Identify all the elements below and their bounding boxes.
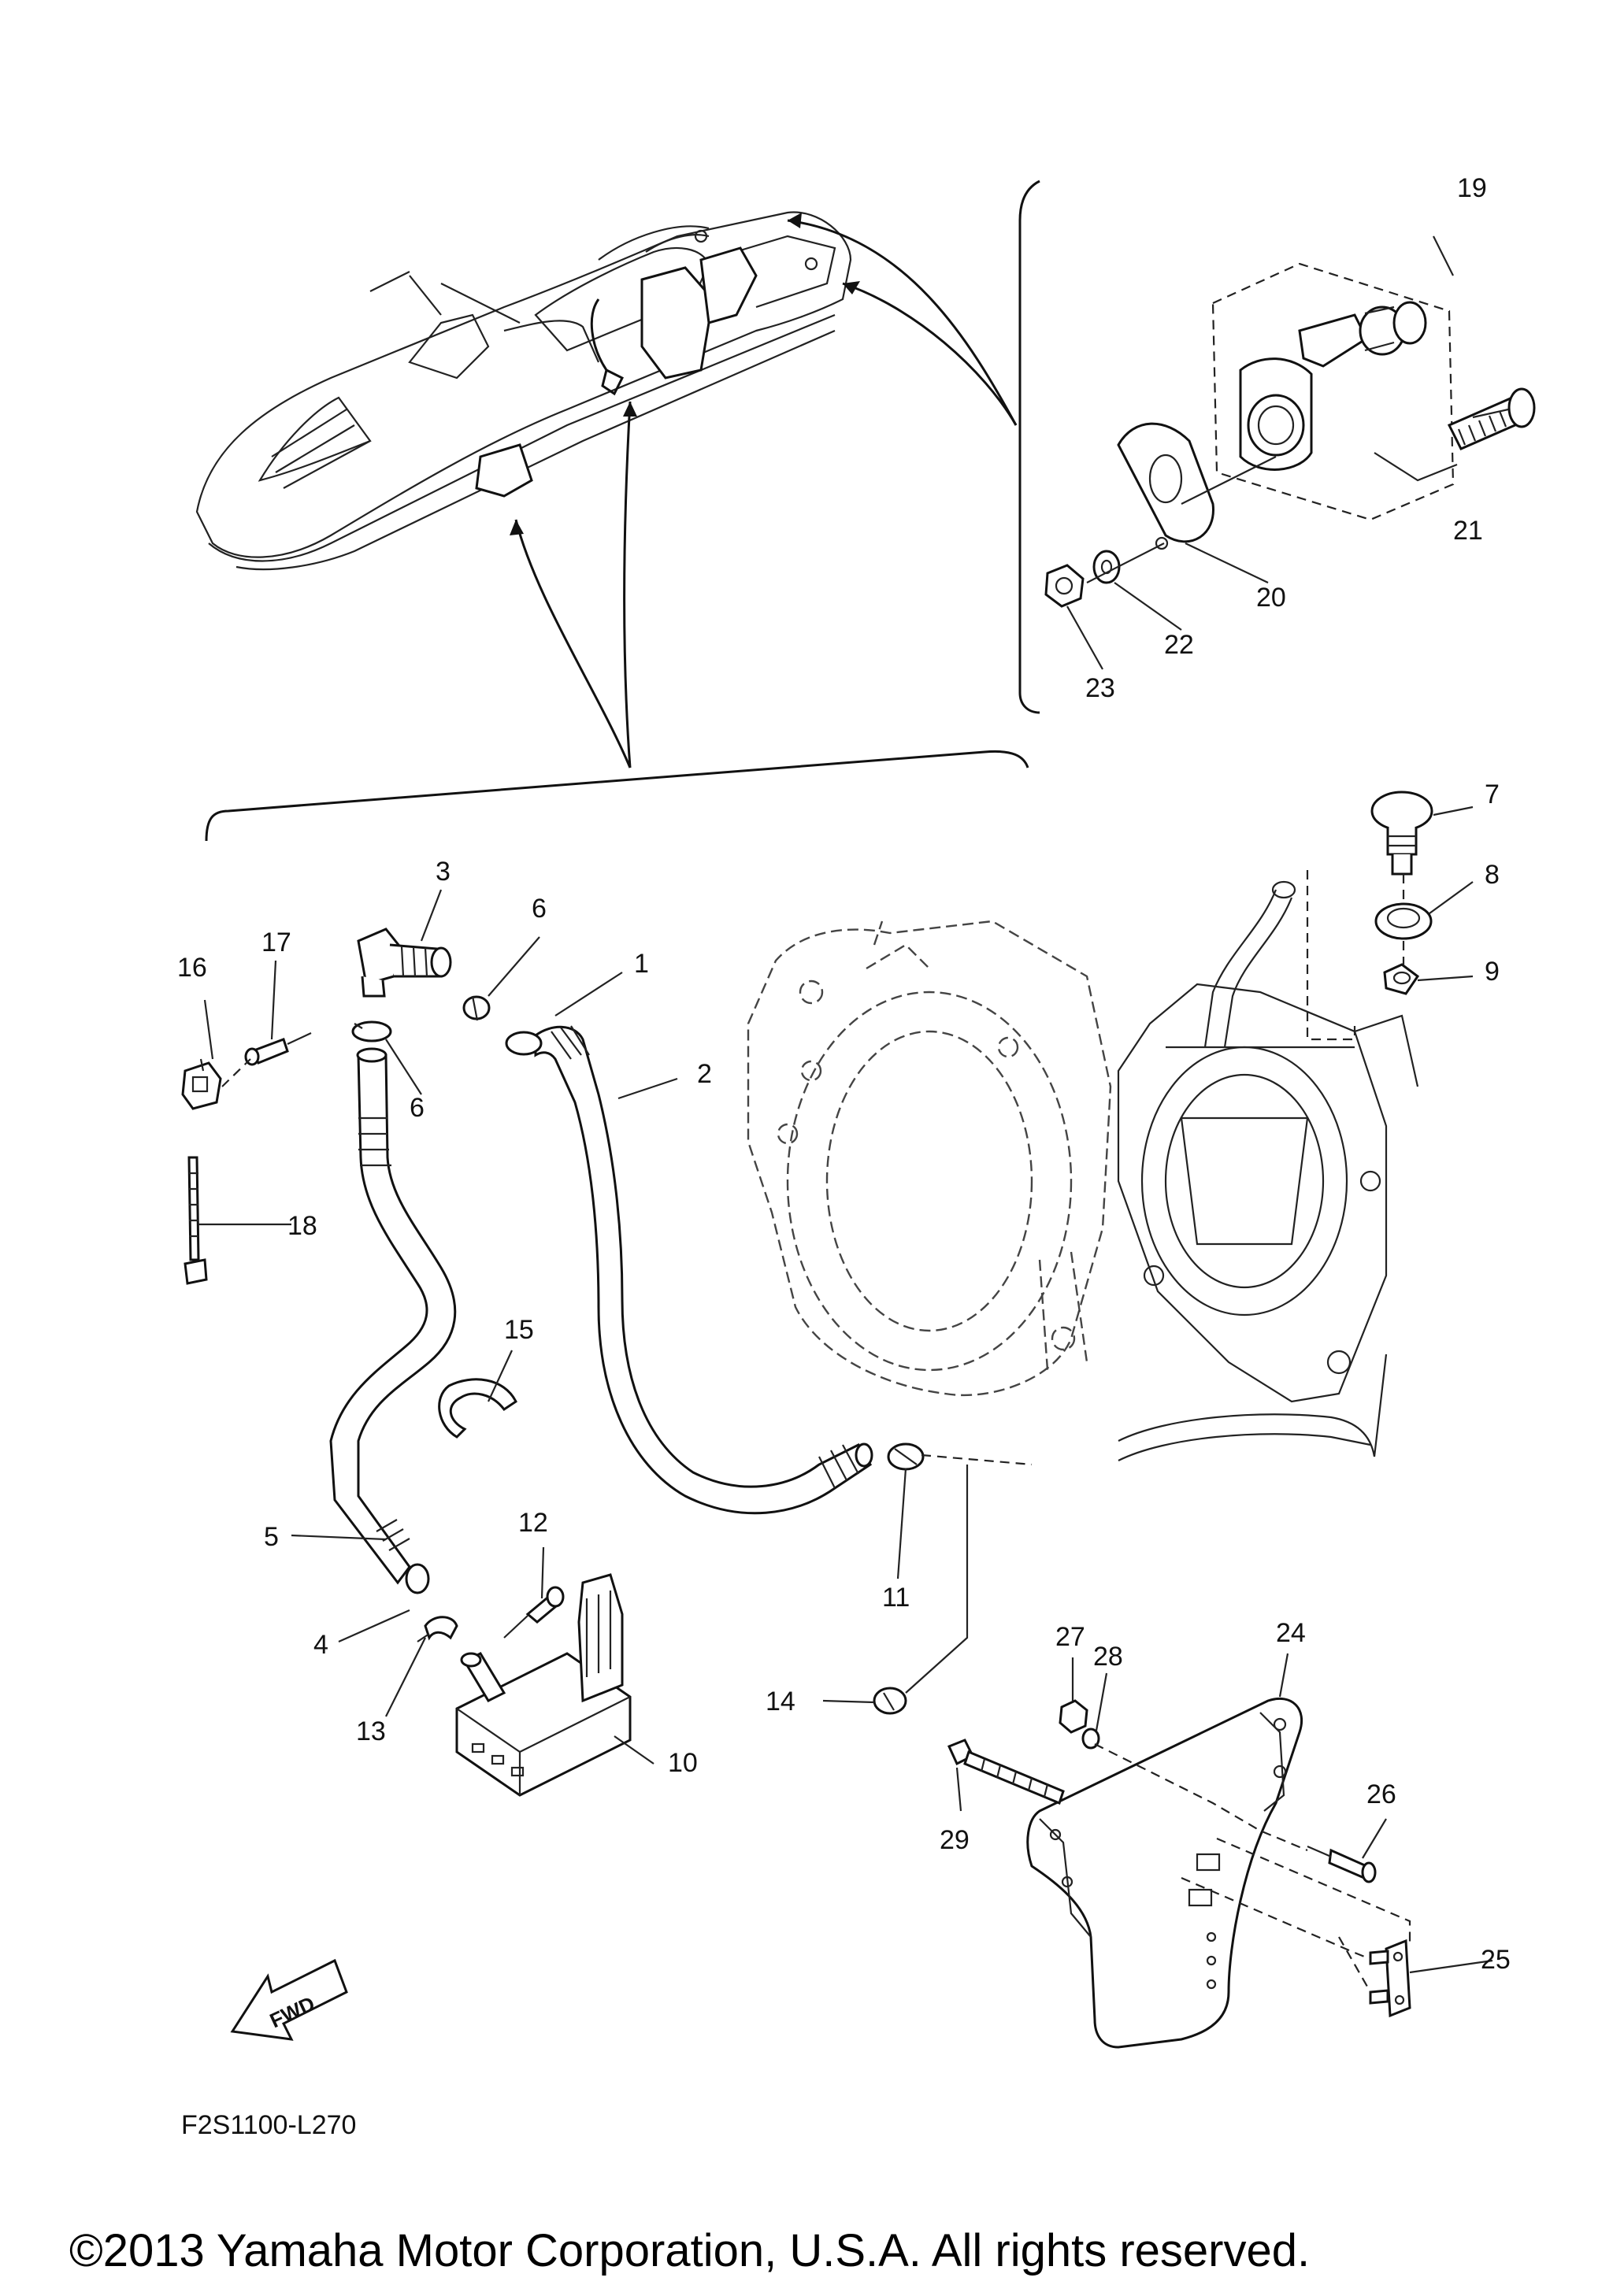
callout-21: 21 <box>1453 516 1483 546</box>
callout-24: 24 <box>1276 1618 1306 1648</box>
part-3-fitting <box>357 928 452 998</box>
drain-plug-inset <box>1044 235 1536 608</box>
pointer-arrows <box>205 180 1040 842</box>
callout-18: 18 <box>287 1211 317 1241</box>
callout-22: 22 <box>1164 630 1194 660</box>
callout-13: 13 <box>356 1716 386 1746</box>
callout-1: 1 <box>634 949 649 979</box>
leader-lines <box>198 408 1509 1974</box>
parts-12-13 <box>417 1586 565 1642</box>
callout-9: 9 <box>1485 957 1500 987</box>
cover-24-assembly <box>947 1697 1411 2049</box>
hose-5 <box>329 1047 457 1594</box>
figure-code: F2S1100-L270 <box>181 2110 356 2140</box>
part-15 <box>438 1378 517 1439</box>
part-10-module <box>455 1573 632 1797</box>
callout-25: 25 <box>1481 1945 1511 1975</box>
clamp-6b <box>351 1020 392 1042</box>
callout-29: 29 <box>940 1825 970 1855</box>
callout-3: 3 <box>436 857 451 887</box>
callout-27: 27 <box>1055 1622 1085 1652</box>
callout-2: 2 <box>697 1059 712 1089</box>
callout-20: 20 <box>1256 583 1286 613</box>
fwd-arrow: FWD <box>230 1958 348 2041</box>
callout-6b: 6 <box>410 1093 425 1123</box>
hose-2 <box>505 1025 873 1515</box>
callout-17: 17 <box>261 928 291 957</box>
callout-labels: 1 2 3 4 5 6 6 7 8 9 10 11 12 13 14 15 16… <box>177 173 1511 1975</box>
callout-23: 23 <box>1085 673 1115 703</box>
parts-16-17-18 <box>181 1032 312 1285</box>
callout-5: 5 <box>264 1522 279 1552</box>
callout-4: 4 <box>313 1630 328 1660</box>
jet-pump-housing <box>747 870 1419 1461</box>
callout-28: 28 <box>1093 1642 1123 1672</box>
callout-12: 12 <box>518 1508 548 1538</box>
callout-6a: 6 <box>532 894 547 924</box>
callout-10: 10 <box>668 1748 698 1778</box>
callout-15: 15 <box>504 1315 534 1345</box>
callout-7: 7 <box>1485 780 1500 809</box>
callout-11: 11 <box>882 1583 910 1613</box>
parts-11-14 <box>873 1442 1033 1715</box>
callout-26: 26 <box>1366 1779 1396 1809</box>
callout-19: 19 <box>1457 173 1487 203</box>
callout-8: 8 <box>1485 860 1500 890</box>
watercraft-overview <box>195 211 852 571</box>
copyright-notice: ©2013 Yamaha Motor Corporation, U.S.A. A… <box>69 2225 1310 2276</box>
clamp-6a <box>462 995 491 1021</box>
callout-16: 16 <box>177 953 207 983</box>
parts-7-8-9 <box>1370 791 1433 995</box>
callout-14: 14 <box>766 1687 795 1716</box>
